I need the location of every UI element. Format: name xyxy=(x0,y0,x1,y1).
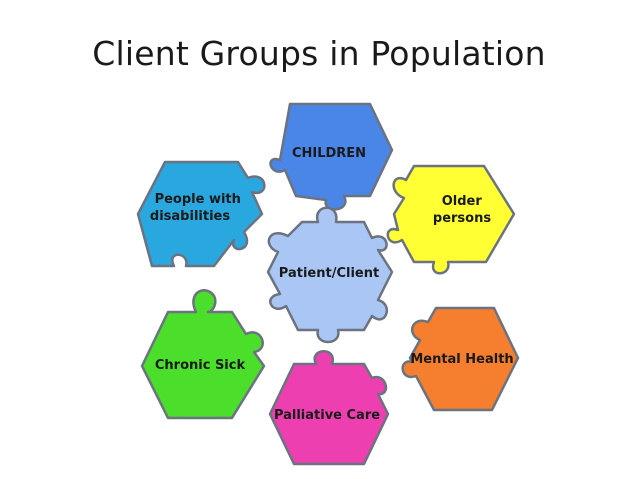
piece-mental-health: Mental Health xyxy=(401,306,520,412)
piece-patient-client: Patient/Client xyxy=(266,206,394,344)
chronic-sick-label: Chronic Sick xyxy=(155,358,246,373)
piece-children: CHILDREN xyxy=(269,102,394,211)
svg-text:CHILDREN: CHILDREN xyxy=(292,146,366,161)
piece-palliative-care: Palliative Care xyxy=(268,350,390,466)
svg-text:Mental Health: Mental Health xyxy=(410,352,513,367)
piece-disabilities: People with disabilities xyxy=(136,160,266,268)
piece-chronic-sick: Chronic Sick xyxy=(140,289,266,420)
older-persons-label-line-2: persons xyxy=(433,211,491,226)
piece-older-persons: Older persons xyxy=(386,164,516,275)
svg-text:Patient/Client: Patient/Client xyxy=(279,266,379,281)
mental-health-label: Mental Health xyxy=(410,352,513,367)
older-persons-label-line-1: Older xyxy=(442,194,483,209)
svg-text:People with disabilities: People with disabilities xyxy=(150,192,246,224)
children-label: CHILDREN xyxy=(292,146,366,161)
svg-text:Older persons: Older persons xyxy=(433,194,491,226)
svg-text:Palliative Care: Palliative Care xyxy=(274,408,380,423)
disabilities-label-line-2: disabilities xyxy=(150,209,230,224)
disabilities-label-line-1: People with xyxy=(155,192,241,207)
palliative-care-label: Palliative Care xyxy=(274,408,380,423)
patient-client-label: Patient/Client xyxy=(279,266,379,281)
svg-text:Chronic Sick: Chronic Sick xyxy=(155,358,246,373)
page-title: Client Groups in Population xyxy=(92,34,546,73)
